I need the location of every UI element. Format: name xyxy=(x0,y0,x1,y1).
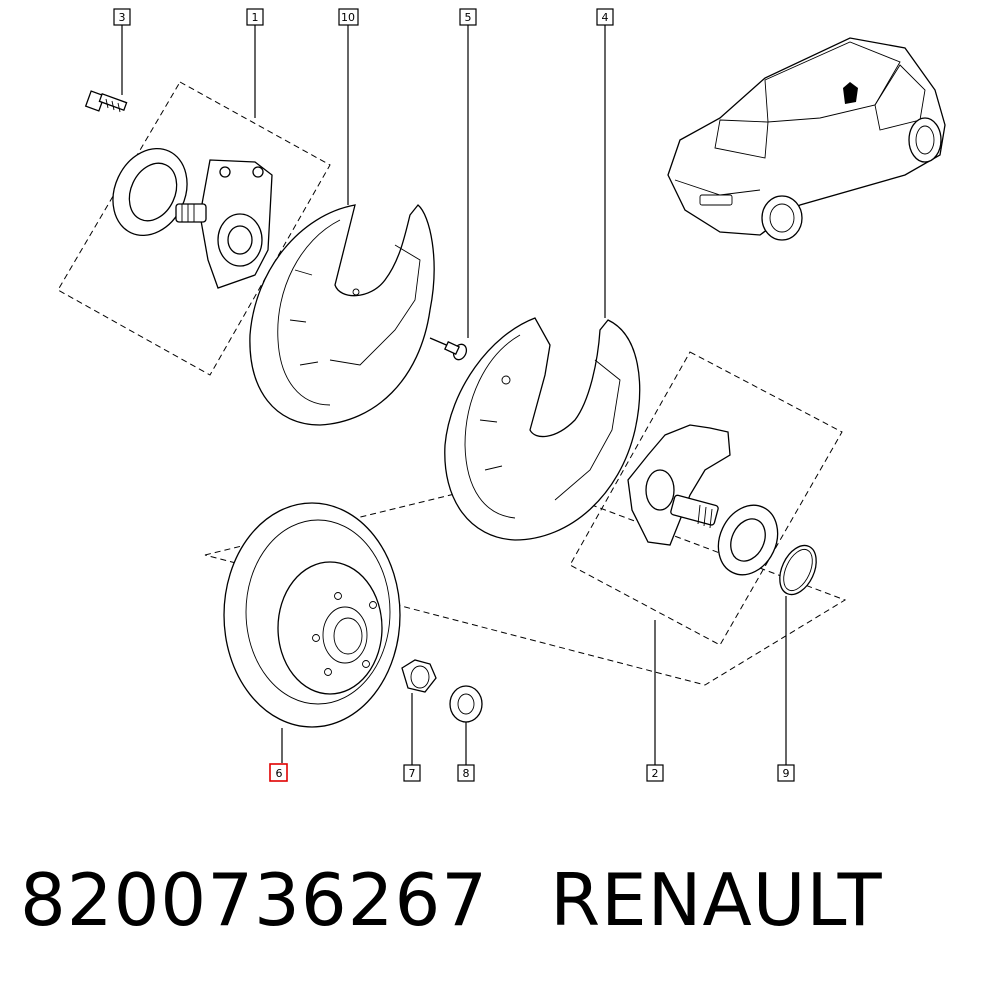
callout-3: 3 xyxy=(113,8,131,26)
brake-disc-part-6 xyxy=(223,502,401,728)
pin-part-5 xyxy=(429,337,468,361)
callout-label: 10 xyxy=(341,11,355,24)
callout-label: 5 xyxy=(465,11,472,24)
callout-1: 1 xyxy=(246,8,264,26)
callout-5: 5 xyxy=(459,8,477,26)
brand-name: RENAULT xyxy=(550,858,883,942)
callout-label: 2 xyxy=(652,767,659,780)
callout-label: 9 xyxy=(783,767,790,780)
assembly-frame-hub xyxy=(569,351,843,646)
callout-6[interactable]: 6 xyxy=(269,763,288,782)
callout-8: 8 xyxy=(457,764,475,782)
callout-label: 6 xyxy=(276,767,283,780)
backing-plate-part-4 xyxy=(444,317,641,541)
car-illustration xyxy=(667,37,946,241)
callout-label: 1 xyxy=(252,11,259,24)
callout-label: 3 xyxy=(119,11,126,24)
callout-4: 4 xyxy=(596,8,614,26)
bolt-part-3 xyxy=(84,90,128,113)
part-number: 8200736267 xyxy=(20,858,489,942)
backing-plate-part-10 xyxy=(249,204,435,426)
callout-label: 7 xyxy=(409,767,416,780)
callout-10: 10 xyxy=(338,8,359,26)
callout-2: 2 xyxy=(646,764,664,782)
leader-lines xyxy=(121,25,787,765)
callout-7: 7 xyxy=(403,764,421,782)
nut-part-7 xyxy=(401,659,437,693)
cap-part-8 xyxy=(449,685,483,723)
assembly-frame-1 xyxy=(57,81,331,376)
footer-caption: 8200736267 RENAULT xyxy=(20,858,883,942)
circlip-part-9 xyxy=(779,544,817,596)
knuckle-part-1 xyxy=(112,147,273,289)
callout-label: 4 xyxy=(602,11,609,24)
assembly-frame-2 xyxy=(204,477,847,686)
callout-label: 8 xyxy=(463,767,470,780)
hub-knuckle-part-2 xyxy=(627,424,779,576)
callout-9: 9 xyxy=(777,764,795,782)
